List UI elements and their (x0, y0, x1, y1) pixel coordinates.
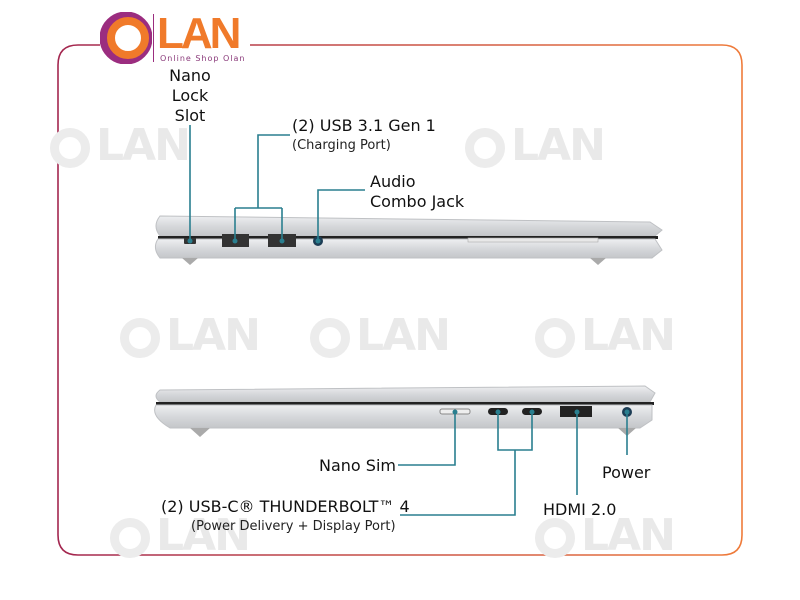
logo-divider (153, 14, 154, 62)
label-power: Power (602, 463, 651, 482)
laptop-left-side (154, 215, 663, 265)
label-thunderbolt-sub: (Power Delivery + Display Port) (191, 519, 396, 534)
label-line: Nano (169, 66, 211, 85)
leader-lines (189, 125, 628, 516)
watermark: LAN (120, 310, 261, 361)
label-hdmi: HDMI 2.0 (543, 500, 617, 519)
label-nano-lock: Nano Lock Slot (154, 66, 226, 126)
label-audio: Audio Combo Jack (370, 172, 464, 212)
watermark: LAN (110, 510, 251, 561)
watermark: LAN (465, 120, 606, 171)
logo-o-icon (100, 12, 152, 64)
label-line: Lock Slot (171, 86, 209, 125)
watermark: LAN (535, 510, 676, 561)
logo-text: LAN (157, 9, 241, 58)
laptop-right-side (154, 385, 656, 437)
label-line: Audio (370, 172, 416, 191)
label-usb-sub: (Charging Port) (292, 138, 391, 153)
label-thunderbolt: (2) USB-C® THUNDERBOLT™ 4 (161, 497, 410, 516)
watermark: LAN (50, 120, 191, 171)
sd-slot (467, 237, 599, 243)
label-usb: (2) USB 3.1 Gen 1 (292, 116, 436, 135)
watermark: LAN (310, 310, 451, 361)
logo-tagline: Online Shop Olan (160, 54, 246, 63)
label-line: Combo Jack (370, 192, 465, 211)
label-nano-sim: Nano Sim (319, 456, 396, 475)
watermark: LAN (535, 310, 676, 361)
